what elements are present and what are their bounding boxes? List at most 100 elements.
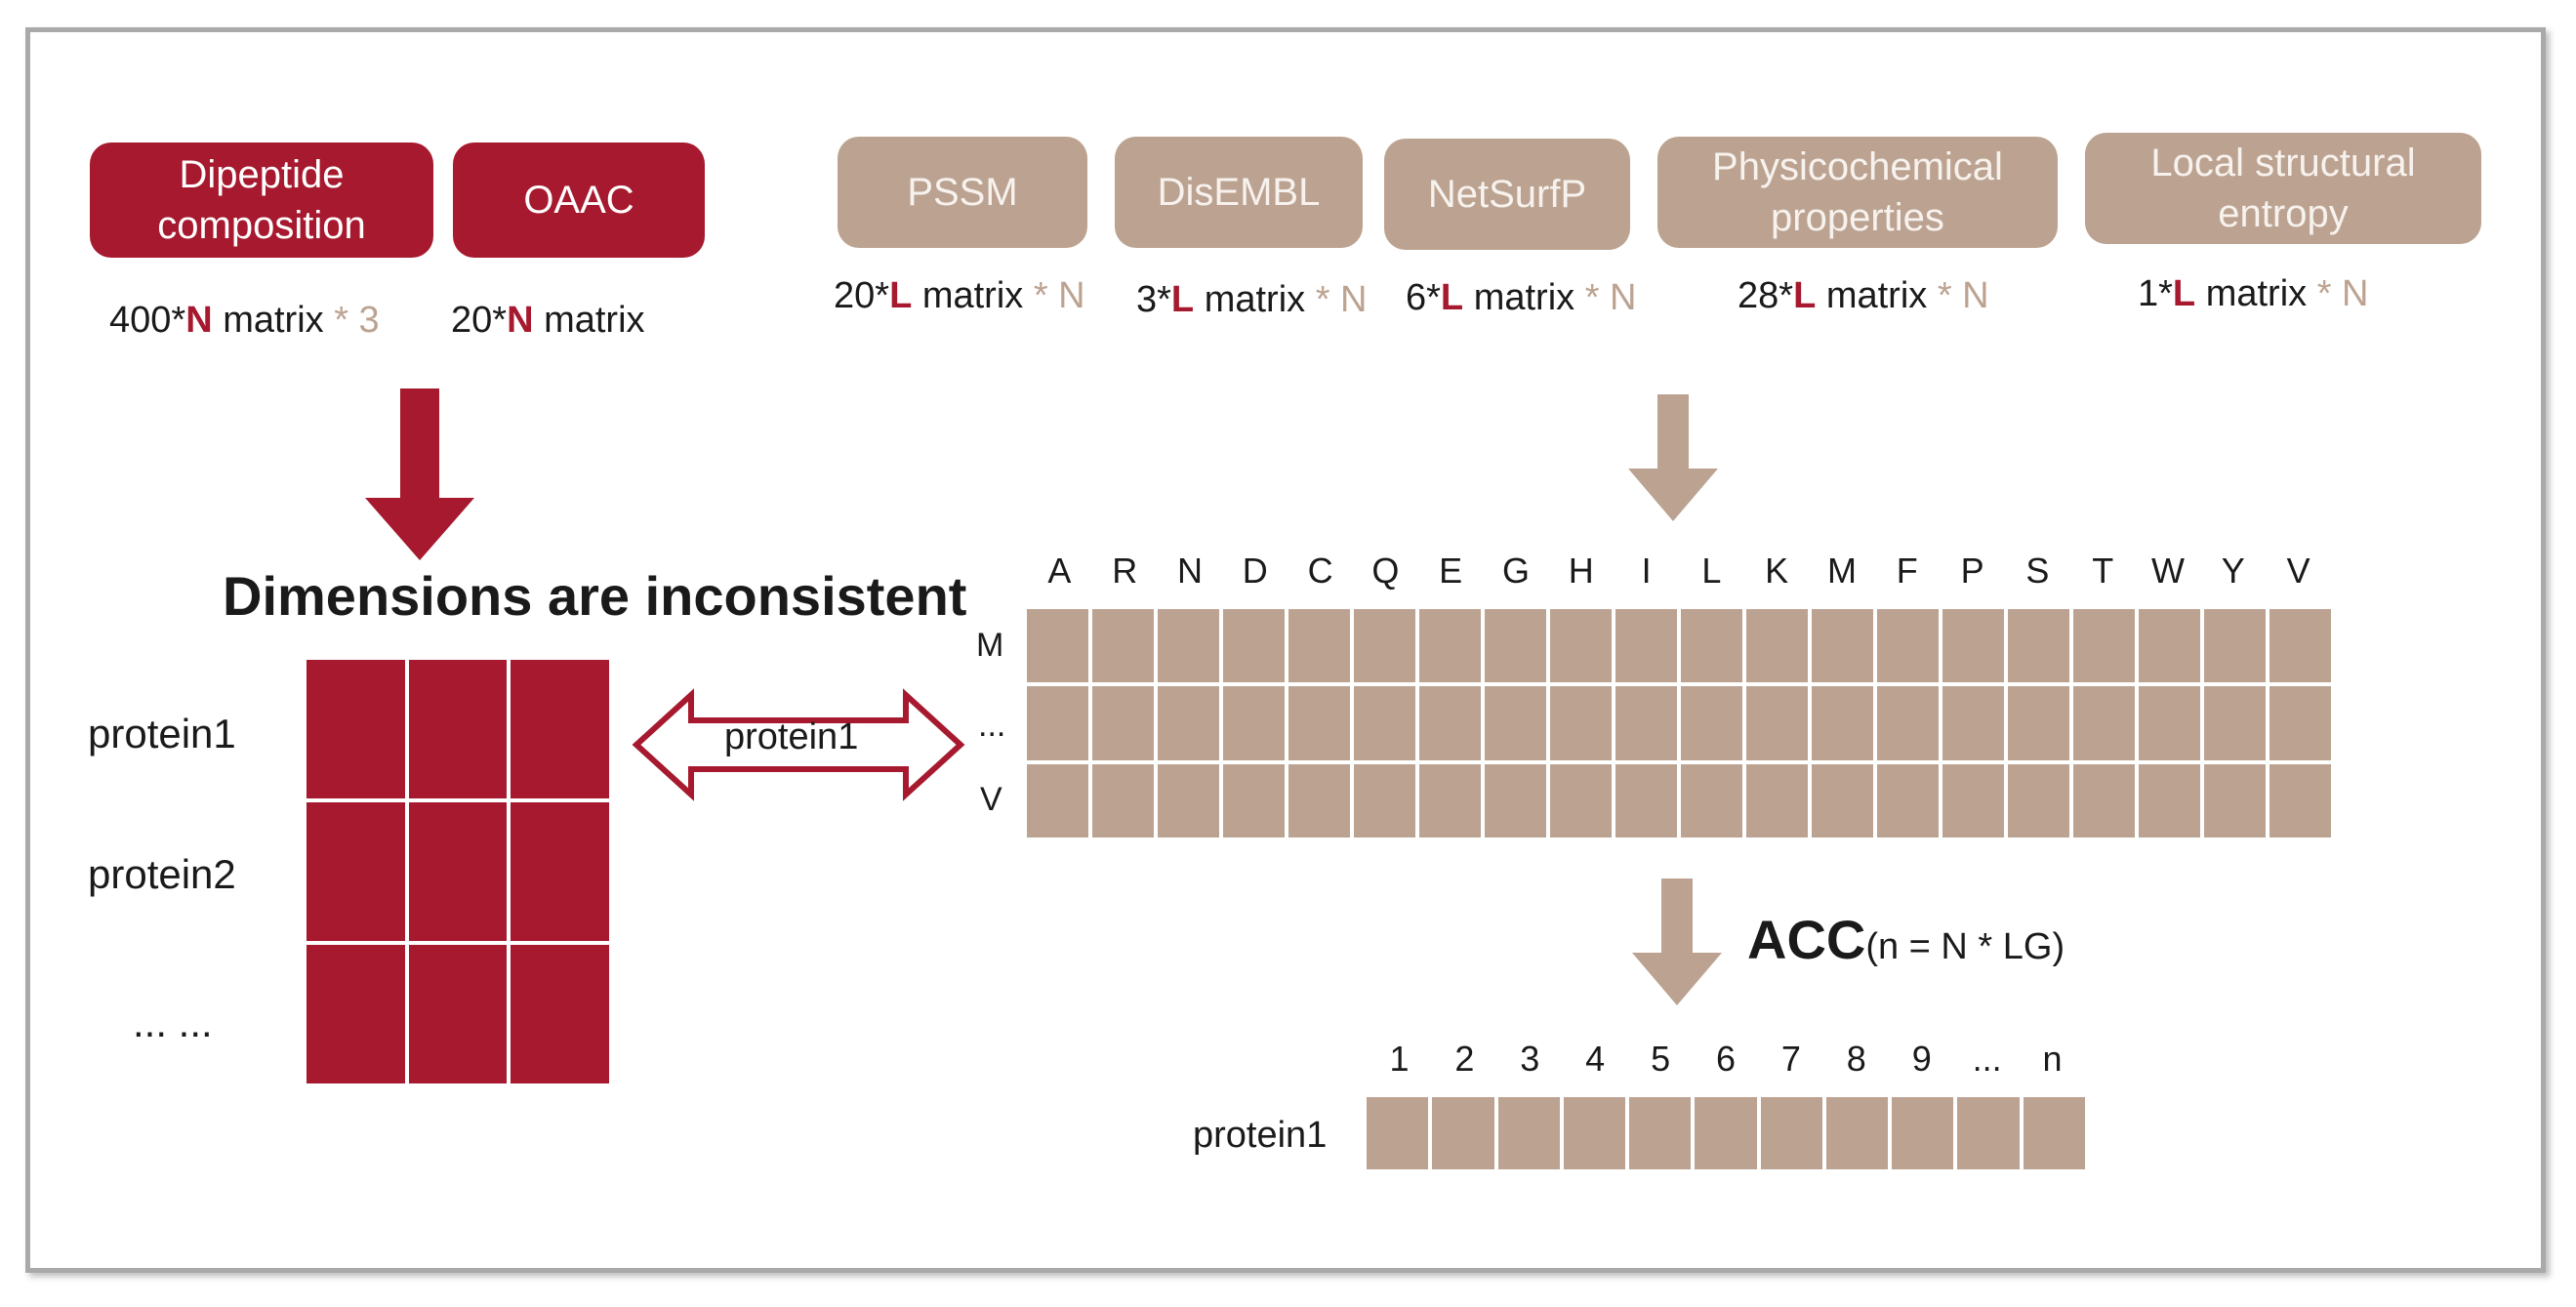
matrix-cell [2008, 609, 2069, 683]
amino-acid-header: G [1501, 551, 1530, 591]
matrix-cell [1485, 686, 1546, 760]
feature-label-line2: properties [1771, 196, 1944, 239]
matrix-cell [1027, 609, 1088, 683]
acc-title: ACC [1747, 909, 1866, 970]
matrix-cell [1288, 686, 1350, 760]
acc-cell [1563, 1097, 1626, 1169]
matrix-cell [1027, 686, 1088, 760]
matrix-cell [2073, 686, 2135, 760]
matrix-cell [1092, 686, 1154, 760]
amino-acid-header: E [1439, 551, 1463, 591]
matrix-cell [1812, 609, 1873, 683]
amino-acid-header: H [1568, 551, 1594, 591]
feature-label-line1: OAAC [523, 179, 634, 222]
matrix-cell [1746, 609, 1808, 683]
matrix-cell [2073, 609, 2135, 683]
feature-label-line1: PSSM [907, 171, 1018, 214]
caption-physicochemical: 28*L matrix * N [1738, 275, 1989, 316]
acc-cell [1695, 1097, 1757, 1169]
matrix-cell [2204, 763, 2266, 837]
matrix-cell [1288, 609, 1350, 683]
feature-label-line1: NetSurfP [1427, 173, 1587, 216]
acc-label: ACC(n = N * LG) [1747, 908, 2065, 971]
arrow-down-tan-icon [1628, 394, 1718, 521]
amino-acid-header: S [2025, 551, 2050, 591]
acc-cell [1367, 1097, 1429, 1169]
acc-index-header: 9 [1911, 1039, 1932, 1079]
amino-acid-header: N [1177, 551, 1203, 591]
inconsistent-dimensions-heading: Dimensions are inconsistent [223, 565, 967, 627]
acc-index-header: 5 [1651, 1039, 1671, 1079]
amino-acid-header: W [2151, 551, 2185, 591]
matrix-cell [1681, 686, 1742, 760]
acc-index-header: 7 [1780, 1039, 1801, 1079]
left-grid-cell [408, 660, 508, 798]
acc-cell [1760, 1097, 1822, 1169]
matrix-cell [1223, 686, 1285, 760]
left-grid-cell [408, 945, 508, 1083]
matrix-cell [2139, 609, 2200, 683]
amino-acid-header: P [1960, 551, 1984, 591]
matrix-cell [1092, 763, 1154, 837]
left-row-label-ellipsis: ... ... [133, 1000, 213, 1045]
feature-box-pssm: PSSM [838, 137, 1087, 248]
matrix-cell [1223, 763, 1285, 837]
acc-index-header: 8 [1846, 1039, 1866, 1079]
amino-acid-header: L [1701, 551, 1722, 591]
acc-index-header: 4 [1585, 1039, 1606, 1079]
left-grid-cell [511, 945, 609, 1083]
acc-cell [1629, 1097, 1692, 1169]
caption-disembl: 3*L matrix * N [1136, 279, 1368, 320]
matrix-cell [2204, 686, 2266, 760]
feature-box-physicochemical: Physicochemical properties [1657, 137, 2058, 248]
matrix-cell [1615, 686, 1677, 760]
matrix-cell [1746, 763, 1808, 837]
amino-acid-header: R [1112, 551, 1138, 591]
acc-index-header: 3 [1520, 1039, 1540, 1079]
acc-cell [1957, 1097, 2020, 1169]
arrow-down-tan-acc-icon [1632, 878, 1722, 1005]
matrix-cell [1158, 686, 1219, 760]
matrix-cell [2008, 686, 2069, 760]
amino-acid-header: T [2092, 551, 2114, 591]
amino-acid-header: K [1765, 551, 1789, 591]
matrix-cell [1877, 763, 1939, 837]
matrix-cell [1354, 763, 1415, 837]
matrix-cell [1942, 609, 2004, 683]
caption-netsurfp: 6*L matrix * N [1406, 277, 1637, 318]
matrix-cell [1942, 763, 2004, 837]
matrix-cell [1419, 609, 1481, 683]
matrix-row-label-m: M [976, 627, 1004, 664]
matrix-cell [1158, 609, 1219, 683]
caption-local-structural-entropy: 1*L matrix * N [2138, 273, 2369, 314]
amino-acid-header: M [1827, 551, 1857, 591]
matrix-cell [2008, 763, 2069, 837]
matrix-cell [1288, 763, 1350, 837]
matrix-cell [1354, 686, 1415, 760]
matrix-cell [2269, 686, 2331, 760]
matrix-cell [1877, 609, 1939, 683]
acc-index-header: 1 [1389, 1039, 1410, 1079]
feature-box-local-structural-entropy: Local structural entropy [2085, 133, 2481, 244]
acc-cell [1432, 1097, 1494, 1169]
amino-acid-header: Y [2221, 551, 2245, 591]
double-arrow-label: protein1 [724, 716, 859, 757]
feature-box-dipeptide-composition: Dipeptide composition [90, 143, 433, 258]
matrix-cell [1812, 763, 1873, 837]
left-grid-cell [307, 945, 405, 1083]
feature-box-disembl: DisEMBL [1115, 137, 1363, 248]
acc-cell [1825, 1097, 1889, 1169]
caption-oaac: 20*N matrix [451, 300, 645, 341]
amino-acid-header: D [1242, 551, 1268, 591]
feature-label-line2: composition [157, 204, 366, 247]
acc-vector [1367, 1097, 2085, 1169]
matrix-cell [1485, 609, 1546, 683]
feature-label-line1: DisEMBL [1157, 171, 1321, 214]
matrix-cell [1223, 609, 1285, 683]
matrix-cell [2204, 609, 2266, 683]
matrix-cell [1550, 763, 1612, 837]
matrix-cell [2139, 686, 2200, 760]
matrix-row-label-ellipsis: ... [978, 707, 1006, 744]
feature-label-line1: Physicochemical [1712, 145, 2003, 188]
matrix-cell [1027, 763, 1088, 837]
